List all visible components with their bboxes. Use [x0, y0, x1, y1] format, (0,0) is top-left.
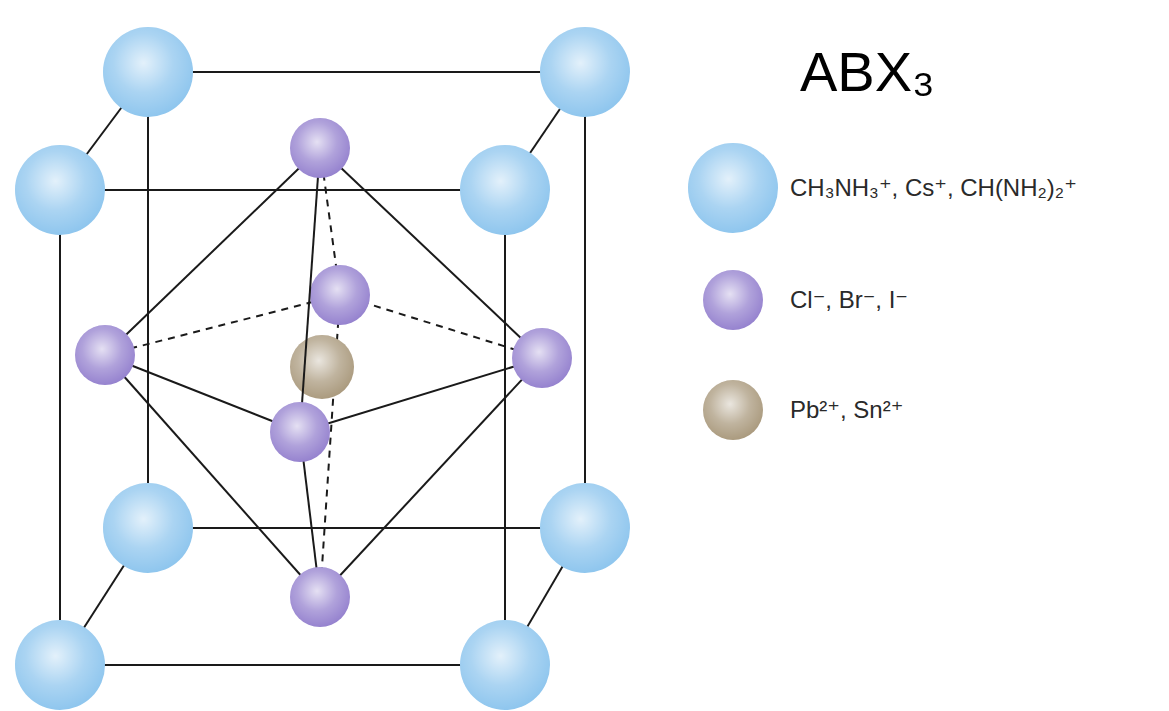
legend-swatch — [703, 380, 763, 440]
legend-text: Pb²⁺, Sn²⁺ — [790, 396, 903, 425]
cube-edges — [60, 72, 585, 665]
swatch-highlight — [703, 380, 763, 440]
legend-swatch — [703, 270, 763, 330]
legend-text: Cl⁻, Br⁻, I⁻ — [790, 286, 908, 315]
swatch-highlight — [703, 270, 763, 330]
x-site-back — [310, 265, 370, 325]
formula-title: ABX₃ — [800, 44, 935, 100]
b-site — [290, 335, 354, 399]
legend-text: CH₃NH₃⁺, Cs⁺, CH(NH₂)₂⁺ — [790, 174, 1077, 203]
a-site-front — [15, 145, 550, 710]
legend-swatch — [688, 143, 778, 233]
a-site-back — [103, 27, 630, 573]
x-site — [75, 118, 572, 627]
swatch-highlight — [688, 143, 778, 233]
